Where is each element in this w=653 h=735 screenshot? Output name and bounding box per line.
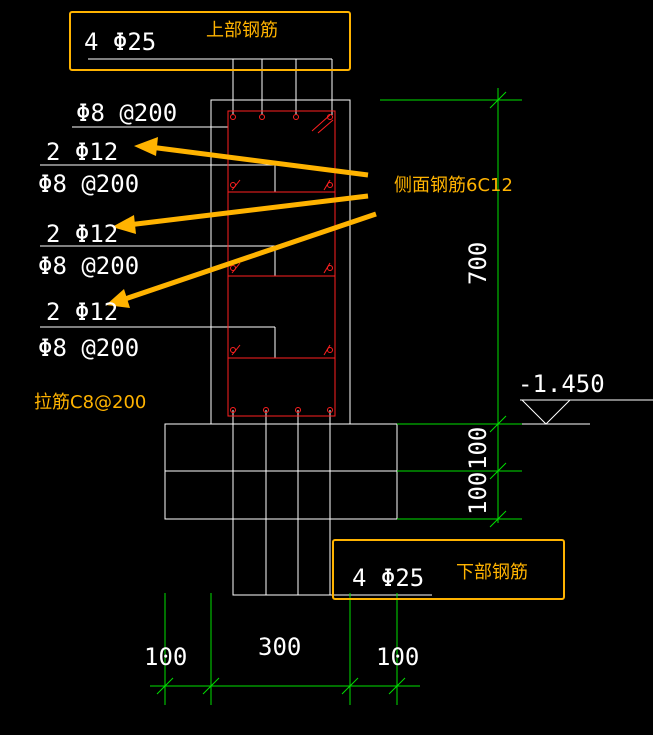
side-rebar-label: 侧面钢筋6C12: [394, 175, 513, 196]
height-dim-text: 700: [464, 242, 492, 285]
stirrup-3-spec: Φ8 @200: [38, 334, 139, 362]
stirrup-1-spec: Φ8 @200: [38, 170, 139, 198]
top-rebar-spec: 4 Φ25: [84, 28, 156, 56]
tie-bar-label: 拉筋C8@200: [34, 392, 146, 413]
stirrup-hook: [311, 114, 331, 132]
elevation-marker: -1.450: [518, 370, 653, 425]
dimension-lines: [150, 88, 522, 705]
side-bar-2-spec: 2 Φ12: [46, 220, 118, 248]
rebar-dots: [230, 114, 333, 413]
width-mid-dim-text: 300: [258, 633, 301, 661]
elevation-text: -1.450: [518, 370, 605, 398]
top-rebar-label: 上部钢筋: [206, 20, 278, 41]
top-rebar-leaders: [88, 58, 333, 115]
pile-outline: [232, 519, 334, 596]
step-2-dim-text: 100: [464, 472, 492, 515]
stirrup-top-spec: Φ8 @200: [76, 99, 177, 127]
stirrup-2-spec: Φ8 @200: [38, 252, 139, 280]
side-bar-3-spec: 2 Φ12: [46, 298, 118, 326]
bottom-rebar-label: 下部钢筋: [456, 562, 528, 583]
annotation-leaders: [40, 126, 276, 358]
bottom-rebar-spec: 4 Φ25: [352, 564, 424, 592]
side-rebar-arrows: [106, 137, 377, 308]
side-bar-1-spec: 2 Φ12: [46, 138, 118, 166]
bottom-rebar-callout-box: [332, 539, 565, 600]
step-1-dim-text: 100: [464, 427, 492, 470]
width-right-dim-text: 100: [376, 643, 419, 671]
top-rebar-callout-box: [69, 11, 351, 71]
concrete-outline: [164, 99, 590, 596]
width-left-dim-text: 100: [144, 643, 187, 671]
